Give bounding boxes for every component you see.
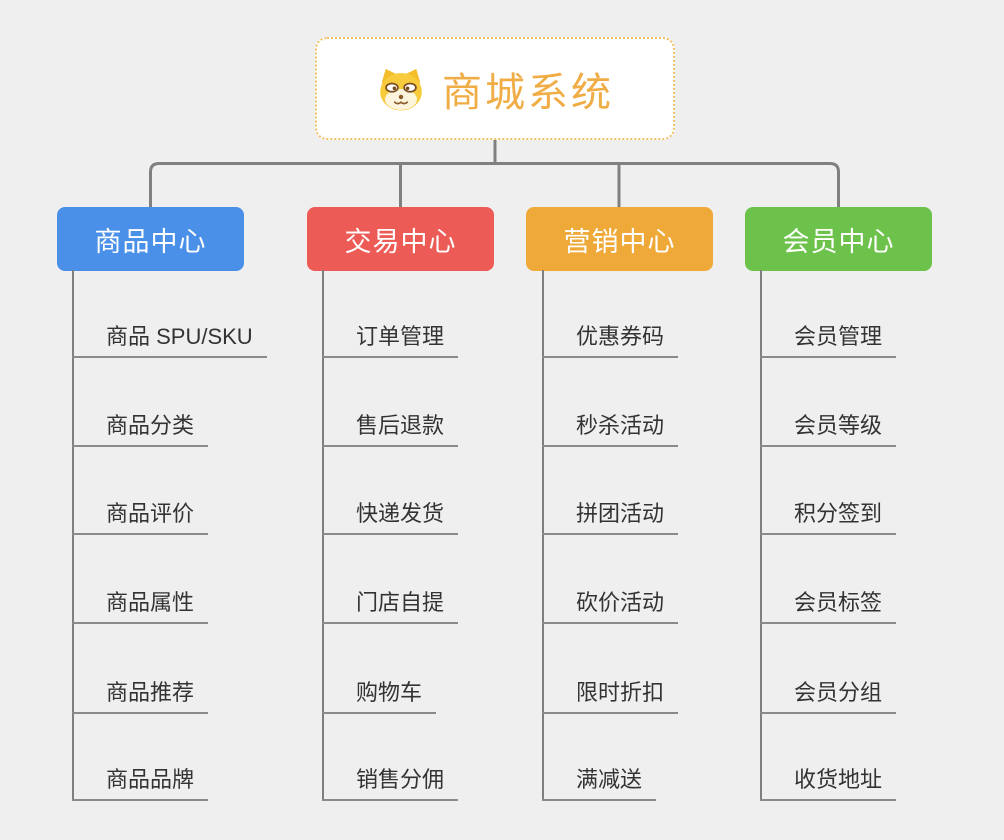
child-topic[interactable]: 商品推荐 bbox=[72, 680, 209, 714]
child-topic[interactable]: 拼团活动 bbox=[542, 501, 679, 535]
child-topic[interactable]: 会员标签 bbox=[760, 590, 897, 624]
branch-node-member-center[interactable]: 会员中心 bbox=[745, 207, 932, 271]
child-topic[interactable]: 商品属性 bbox=[72, 590, 209, 624]
child-topic[interactable]: 快递发货 bbox=[322, 501, 459, 535]
child-topic[interactable]: 购物车 bbox=[322, 680, 437, 714]
branch-rail-line bbox=[149, 162, 840, 207]
child-topic[interactable]: 会员分组 bbox=[760, 680, 897, 714]
shiba-dog-icon bbox=[380, 68, 422, 111]
child-topic[interactable]: 会员等级 bbox=[760, 413, 897, 447]
branch-label: 营销中心 bbox=[563, 226, 676, 257]
child-topic[interactable]: 商品品牌 bbox=[72, 767, 209, 801]
child-topic[interactable]: 商品 SPU/SKU bbox=[72, 324, 267, 358]
child-topic[interactable]: 销售分佣 bbox=[322, 767, 459, 801]
branch-label: 会员中心 bbox=[782, 226, 895, 257]
branch-label: 交易中心 bbox=[344, 226, 457, 257]
child-topic[interactable]: 满减送 bbox=[542, 767, 657, 801]
child-topic[interactable]: 会员管理 bbox=[760, 324, 897, 358]
root-title: 商城系统 bbox=[442, 70, 614, 115]
child-topic[interactable]: 限时折扣 bbox=[542, 680, 679, 714]
child-topic[interactable]: 秒杀活动 bbox=[542, 413, 679, 447]
child-topic[interactable]: 商品评价 bbox=[72, 501, 209, 535]
child-topic[interactable]: 积分签到 bbox=[760, 501, 897, 535]
branch-node-marketing-center[interactable]: 营销中心 bbox=[526, 207, 713, 271]
child-topic[interactable]: 订单管理 bbox=[322, 324, 459, 358]
child-topic[interactable]: 优惠券码 bbox=[542, 324, 679, 358]
branch-node-trade-center[interactable]: 交易中心 bbox=[307, 207, 494, 271]
child-topic[interactable]: 收货地址 bbox=[760, 767, 897, 801]
child-topic[interactable]: 砍价活动 bbox=[542, 590, 679, 624]
child-topic[interactable]: 售后退款 bbox=[322, 413, 459, 447]
branch-node-product-center[interactable]: 商品中心 bbox=[57, 207, 244, 271]
child-topic[interactable]: 门店自提 bbox=[322, 590, 459, 624]
child-topic[interactable]: 商品分类 bbox=[72, 413, 209, 447]
root-node[interactable]: 商城系统 bbox=[315, 37, 675, 140]
branch-label: 商品中心 bbox=[94, 226, 207, 257]
